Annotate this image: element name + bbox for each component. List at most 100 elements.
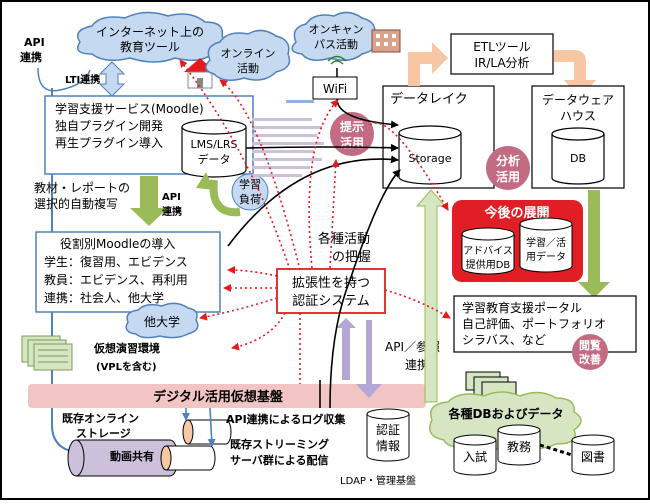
api-link-label-2: 連携 bbox=[20, 50, 42, 64]
oncampus-cloud: オンキャン パス活動 bbox=[291, 11, 377, 61]
auth-info-label-2: 情報 bbox=[376, 439, 400, 453]
db-label: DB bbox=[570, 152, 586, 165]
vpl-label-1: 仮想演習環境 bbox=[93, 341, 160, 355]
wifi-label: WiFi bbox=[323, 82, 347, 96]
api-link2-label-2: 連携 bbox=[162, 205, 182, 218]
various-db-label: 各種DBおよびデータ bbox=[447, 406, 563, 421]
video-share-label: 動画共有 bbox=[110, 449, 154, 463]
dwh-label-2: ハウス bbox=[560, 109, 596, 123]
online-activity-label-1: オンライン bbox=[221, 47, 276, 60]
portal-line-3: シラバス、など bbox=[462, 333, 546, 347]
other-univ-cloud: 他大学 bbox=[125, 302, 199, 339]
suggest-label-2: 活用 bbox=[340, 135, 364, 150]
learning-load-label-1: 学習 bbox=[239, 177, 261, 191]
suggest-circle: 提示 活用 bbox=[330, 112, 374, 156]
moodle-line-2: 独自プラグイン開発 bbox=[55, 119, 163, 133]
role-moodle-box: 役割別Moodleの導入 学生：復習用、エビデンス 教員：エビデンス、再利用 連… bbox=[35, 231, 221, 313]
api-log-label: API連携によるログ収集 bbox=[226, 412, 346, 426]
entrance-label: 入試 bbox=[463, 449, 487, 464]
api-link-label-1: API bbox=[24, 36, 45, 49]
streaming-label-1: 既存ストリーミング bbox=[230, 437, 329, 451]
library-label: 図書 bbox=[581, 450, 605, 464]
existing-storage-label-1: 既存オンライン bbox=[62, 411, 139, 425]
analysis-label-1: 分析 bbox=[496, 153, 520, 168]
auth-system-label-2: 認証システム bbox=[292, 293, 370, 309]
existing-storage-label-2: ストレージ bbox=[76, 427, 131, 440]
auth-info-cylinder: 認証 情報 bbox=[366, 408, 410, 462]
future-box: 今後の展開 アドバイス 提供用DB 学習／活 用データ bbox=[452, 200, 583, 282]
entrance-cylinder: 入試 bbox=[453, 434, 497, 476]
online-activity-cloud: オンライン 活動 bbox=[205, 29, 291, 81]
etl-label-2: IR/LA分析 bbox=[474, 56, 529, 70]
oncampus-label-2: パス活動 bbox=[314, 37, 358, 51]
building-icon bbox=[371, 29, 401, 53]
role-line-3: 教員：エビデンス、再利用 bbox=[44, 272, 188, 287]
other-univ-label: 他大学 bbox=[144, 314, 180, 329]
api-ref-arrows bbox=[336, 318, 382, 398]
portal-line-2: 自己評価、ポートフォリオ bbox=[462, 316, 606, 331]
lms-lrs-label-2: データ bbox=[198, 152, 231, 166]
api-link-curve bbox=[37, 67, 91, 92]
auth-system-box: 拡張性を持つ 認証システム bbox=[276, 268, 386, 314]
db-up-arrow bbox=[415, 189, 447, 403]
copy-down-arrow bbox=[130, 176, 168, 226]
learning-data-label-2: 用データ bbox=[526, 250, 566, 263]
browse-label-1: 閲覧 bbox=[579, 338, 601, 352]
etl-label-1: ETLツール bbox=[473, 40, 531, 54]
suggest-label-1: 提示 bbox=[340, 119, 364, 134]
log-stripes bbox=[252, 100, 324, 177]
various-db-cloud: 各種DBおよびデータ bbox=[429, 391, 582, 450]
material-copy-label-2: 選択的自動複写 bbox=[34, 196, 118, 211]
future-label: 今後の展開 bbox=[483, 205, 549, 221]
role-line-2: 学生：復習用、エビデンス bbox=[44, 254, 188, 269]
data-lake-box: データレイク Storage bbox=[382, 85, 495, 189]
blue-connectors bbox=[182, 407, 216, 447]
internet-tools-cloud: インターネット上の 教育ツール bbox=[77, 11, 227, 63]
internet-tools-label-2: 教育ツール bbox=[120, 39, 180, 54]
wifi-box: WiFi bbox=[312, 55, 358, 100]
browse-circle: 閲覧 改善 bbox=[572, 334, 608, 370]
storage-cylinder bbox=[67, 439, 179, 477]
moodle-line-3: 再生プラグイン導入 bbox=[55, 136, 163, 150]
etl-box: ETLツール IR/LA分析 bbox=[450, 33, 554, 75]
dwh-label-1: データウェア bbox=[542, 92, 614, 107]
role-line-4: 連携：社会人、他大学 bbox=[44, 290, 164, 305]
lms-lrs-cylinder: LMS/LRS データ bbox=[181, 119, 247, 178]
analysis-label-2: 活用 bbox=[496, 169, 520, 184]
api-ref-label-2: 連携 bbox=[405, 357, 429, 372]
lms-lrs-label-1: LMS/LRS bbox=[190, 138, 237, 151]
analysis-circle: 分析 活用 bbox=[486, 146, 530, 190]
vpl-server-icon bbox=[21, 335, 73, 371]
advice-db-label-2: 提供用DB bbox=[466, 258, 511, 271]
vpl-label-2: (VPLを含む) bbox=[96, 360, 157, 373]
streaming-cylinders bbox=[160, 419, 232, 471]
auth-info-label-1: 認証 bbox=[376, 422, 400, 437]
library-link bbox=[539, 443, 573, 457]
library-cylinder: 図書 bbox=[571, 434, 615, 476]
digital-platform-band: デジタル活用仮想基盤 bbox=[28, 384, 426, 408]
oncampus-label-1: オンキャン bbox=[309, 23, 364, 36]
storage-label: Storage bbox=[408, 152, 451, 165]
data-lake-label: データレイク bbox=[390, 91, 468, 107]
advice-db-label-1: アドバイス bbox=[463, 245, 513, 257]
role-line-1: 役割別Moodleの導入 bbox=[60, 236, 175, 251]
lti-label: LTI連携 bbox=[65, 73, 100, 86]
academic-cylinder: 教務 bbox=[497, 424, 541, 466]
internet-tools-label-1: インターネット上の bbox=[96, 25, 204, 39]
moodle-line-1: 学習支援サービス(Moodle) bbox=[55, 101, 204, 116]
online-activity-label-2: 活動 bbox=[237, 61, 259, 75]
dwh-down-arrow bbox=[578, 190, 610, 298]
api-link2-label-1: API bbox=[162, 192, 181, 203]
dwh-box: データウェア ハウス DB bbox=[531, 85, 625, 189]
digital-platform-label: デジタル活用仮想基盤 bbox=[153, 389, 284, 405]
portal-box: 学習教育支援ポータル 自己評価、ポートフォリオ シラバス、など bbox=[453, 295, 637, 353]
portal-line-1: 学習教育支援ポータル bbox=[462, 300, 582, 315]
streaming-label-2: サーバ群による配信 bbox=[230, 453, 329, 467]
learning-data-label-1: 学習／活 bbox=[526, 236, 566, 249]
material-copy-label-1: 教材・レポートの bbox=[34, 180, 130, 195]
learning-load-arrow: 学習 負荷 bbox=[196, 172, 269, 217]
ldap-label: LDAP・管理基盤 bbox=[340, 474, 416, 487]
browse-label-2: 改善 bbox=[579, 352, 601, 366]
academic-label: 教務 bbox=[507, 439, 531, 454]
